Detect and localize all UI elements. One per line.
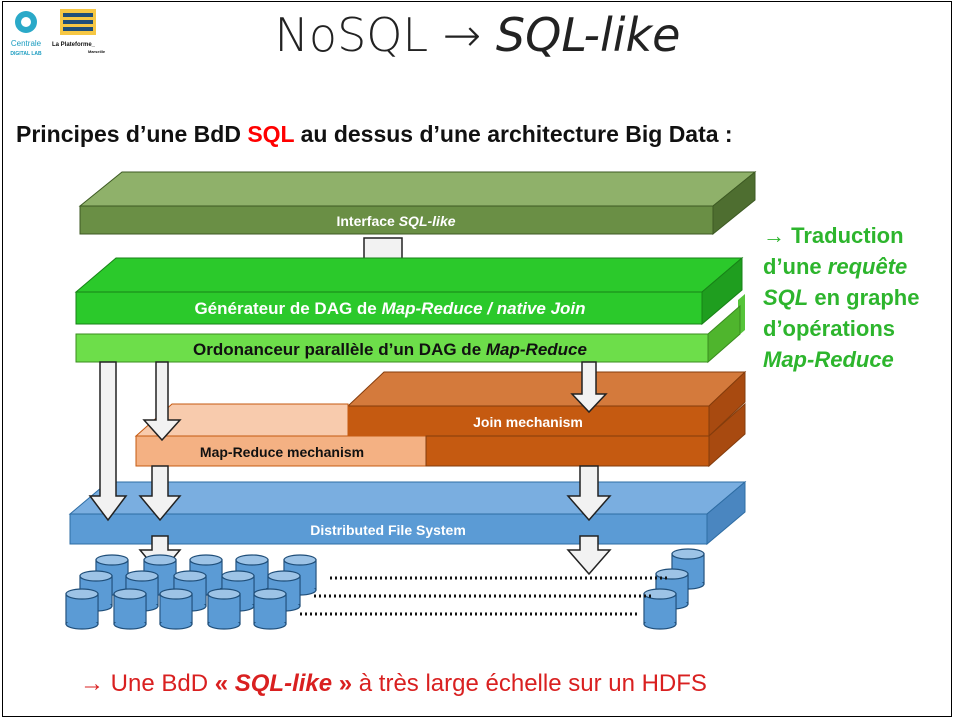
arrow-down-2 bbox=[88, 361, 128, 522]
disk-icon bbox=[253, 588, 287, 630]
arrow-down-6 bbox=[566, 465, 612, 522]
title-prefix: NoSQL bbox=[274, 8, 429, 62]
logo-plateforme-text: La Plateforme_ bbox=[52, 42, 96, 48]
layer-dfs: Distributed File System bbox=[68, 480, 747, 546]
layer-generator-label: Générateur de DAG de Map-Reduce / native… bbox=[194, 299, 585, 318]
side-line-2: d’une bbox=[763, 254, 828, 279]
arrow-down-4 bbox=[138, 465, 182, 522]
side-line-2-italic: requête bbox=[827, 254, 908, 279]
disk-icon bbox=[159, 588, 193, 630]
disk-icon bbox=[643, 588, 677, 630]
logo-digital-lab-text: DIGITAL LAB bbox=[10, 51, 42, 57]
slide-title: NoSQL → SQL-like bbox=[0, 8, 955, 62]
layer-mapreduce: Map-Reduce mechanism bbox=[134, 402, 746, 468]
arrow-down-8 bbox=[566, 535, 612, 576]
bottom-quote-open: « bbox=[214, 670, 235, 697]
disk-icon bbox=[65, 588, 99, 630]
logo-centrale-text: Centrale bbox=[11, 39, 42, 48]
bottom-text-1: Une BdD bbox=[104, 670, 215, 697]
layer-mapreduce-label: Map-Reduce mechanism bbox=[200, 444, 364, 460]
bottom-arrow: → bbox=[80, 670, 104, 697]
bottom-quote-close: » bbox=[332, 670, 353, 697]
arrow-down-5 bbox=[570, 361, 608, 414]
logo-marseille-text: Marseille bbox=[88, 49, 106, 54]
subtitle-before: Principes d’une BdD bbox=[16, 121, 248, 147]
bottom-text-2: à très large échelle sur un HDFS bbox=[352, 670, 707, 697]
side-line-5-italic: Map-Reduce bbox=[763, 347, 894, 372]
title-arrow: → bbox=[442, 8, 482, 62]
layer-interface: Interface SQL-like bbox=[78, 170, 757, 236]
side-note: → Traduction d’une requête SQL en graphe… bbox=[763, 220, 953, 375]
disk-icon bbox=[207, 588, 241, 630]
layer-join-label: Join mechanism bbox=[473, 414, 583, 430]
layer-generator: Générateur de DAG de Map-Reduce / native… bbox=[74, 256, 744, 326]
side-line-1: Traduction bbox=[785, 223, 904, 248]
disk-icon bbox=[113, 588, 147, 630]
side-line-4: d’opérations bbox=[763, 316, 896, 341]
logos: Centrale DIGITAL LAB La Plateforme_ Mars… bbox=[10, 9, 106, 57]
layer-join: Join mechanism bbox=[346, 370, 747, 438]
bottom-note: → Une BdD « SQL-like » à très large éche… bbox=[80, 670, 707, 698]
slide-subtitle: Principes d’une BdD SQL au dessus d’une … bbox=[16, 121, 733, 148]
arrow-down-3 bbox=[142, 361, 182, 442]
subtitle-sql: SQL bbox=[247, 121, 295, 147]
bottom-emphasis: SQL-like bbox=[234, 670, 333, 697]
side-arrow: → bbox=[763, 223, 785, 248]
layer-interface-label: Interface SQL-like bbox=[336, 213, 455, 229]
side-line-3: en graphe bbox=[808, 285, 920, 310]
layer-scheduler: Ordonanceur parallèle d’un DAG de Map-Re… bbox=[75, 294, 745, 364]
title-suffix: SQL-like bbox=[495, 8, 681, 62]
storage-disks bbox=[65, 548, 705, 630]
subtitle-after: au dessus d’une architecture Big Data : bbox=[294, 121, 733, 147]
layer-scheduler-label: Ordonanceur parallèle d’un DAG de Map-Re… bbox=[193, 340, 587, 359]
layer-dfs-label: Distributed File System bbox=[310, 522, 466, 538]
side-line-3-italic: SQL bbox=[763, 285, 809, 310]
